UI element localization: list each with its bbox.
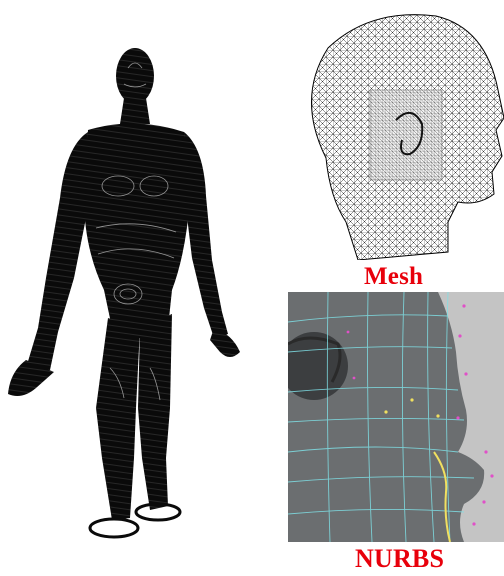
- nurbs-face-surface-image: [288, 292, 504, 542]
- human-figure: [8, 48, 240, 537]
- mesh-caption: Mesh: [364, 264, 423, 289]
- mesh-head-wireframe-image: [298, 8, 504, 260]
- nurbs-surface: [288, 292, 504, 542]
- nurbs-caption: NURBS: [355, 546, 444, 572]
- mesh-head: [311, 15, 504, 260]
- human-figure-contour-image: [0, 28, 262, 574]
